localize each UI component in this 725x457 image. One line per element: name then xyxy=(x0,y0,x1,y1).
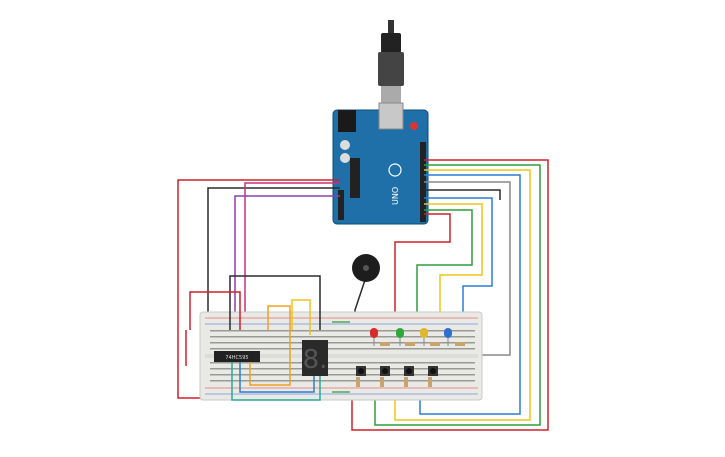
breadboard-wires xyxy=(185,275,321,401)
buzzer-hole xyxy=(363,265,369,271)
short-jumpers xyxy=(332,321,350,393)
arduino-logo-icon xyxy=(388,163,402,177)
wire-magenta[interactable] xyxy=(244,182,340,330)
wire-green-right[interactable] xyxy=(374,164,541,426)
breadboard-center-gap xyxy=(205,354,478,358)
usb-cable xyxy=(378,20,404,104)
led-yellow[interactable] xyxy=(420,328,428,346)
piezo-buzzer[interactable] xyxy=(352,254,380,282)
push-button-2[interactable] xyxy=(380,366,390,376)
board-name-label: UNO xyxy=(391,187,400,205)
wire-black-bb[interactable] xyxy=(229,275,321,330)
push-button-1[interactable] xyxy=(356,366,366,376)
power-jack xyxy=(338,110,356,132)
push-button-3[interactable] xyxy=(404,366,414,376)
resistor-3[interactable] xyxy=(430,342,440,346)
atmega-chip xyxy=(350,158,360,198)
usb-plug-metal xyxy=(381,86,401,104)
leds xyxy=(370,328,452,346)
wire-blue-right[interactable] xyxy=(419,174,521,415)
resistor-5[interactable] xyxy=(356,377,360,387)
resistor-1[interactable] xyxy=(380,342,390,346)
wire-teal[interactable] xyxy=(231,362,321,401)
seven-segment-digit: 8. xyxy=(303,345,328,375)
usb-port xyxy=(378,102,404,130)
wire-red-right[interactable] xyxy=(351,159,549,431)
seven-segment-body[interactable] xyxy=(302,340,328,376)
usb-plug-housing xyxy=(378,52,404,86)
capacitor-2 xyxy=(340,153,350,163)
resistor-7[interactable] xyxy=(404,377,408,387)
resistor-4[interactable] xyxy=(455,342,465,346)
resistor-8[interactable] xyxy=(428,377,432,387)
seven-segment-display[interactable]: 8. xyxy=(302,340,328,376)
usb-plug-body xyxy=(381,33,401,53)
arduino-uno[interactable]: UNO xyxy=(332,102,429,225)
wire-yellow-bb[interactable] xyxy=(291,299,311,335)
digital-header xyxy=(420,142,426,222)
push-button-4[interactable] xyxy=(428,366,438,376)
led-blue[interactable] xyxy=(444,328,452,346)
wire-gray-right[interactable] xyxy=(424,181,511,356)
wire-purple[interactable] xyxy=(234,195,340,330)
capacitor-1 xyxy=(340,140,350,150)
resistor-6[interactable] xyxy=(380,377,384,387)
analog-header xyxy=(338,190,344,220)
wire-red-led[interactable] xyxy=(394,213,451,330)
ic-body[interactable] xyxy=(214,351,260,362)
wire-yellow-right[interactable] xyxy=(394,169,531,421)
reset-button[interactable] xyxy=(410,122,418,130)
wire-yellow-led[interactable] xyxy=(424,203,483,330)
led-green[interactable] xyxy=(396,328,404,346)
wire-black-left[interactable] xyxy=(207,187,340,330)
wire-black-right[interactable] xyxy=(424,189,501,200)
usb-cable-wire xyxy=(388,20,394,34)
breadboard xyxy=(199,311,483,401)
wire-blue-bb[interactable] xyxy=(239,362,315,393)
resistors xyxy=(356,342,465,387)
ic-label: 74HC595 xyxy=(225,355,248,361)
breadboard-holes xyxy=(210,330,475,382)
shift-register-ic[interactable]: 74HC595 xyxy=(214,351,260,362)
wire-green-led[interactable] xyxy=(416,209,473,330)
resistor-2[interactable] xyxy=(405,342,415,346)
wire-red-bb[interactable] xyxy=(189,291,241,330)
wire-blue-led[interactable] xyxy=(424,197,493,330)
led-red[interactable] xyxy=(370,328,378,346)
push-buttons xyxy=(356,366,438,376)
wire-orange-1[interactable] xyxy=(249,305,291,386)
